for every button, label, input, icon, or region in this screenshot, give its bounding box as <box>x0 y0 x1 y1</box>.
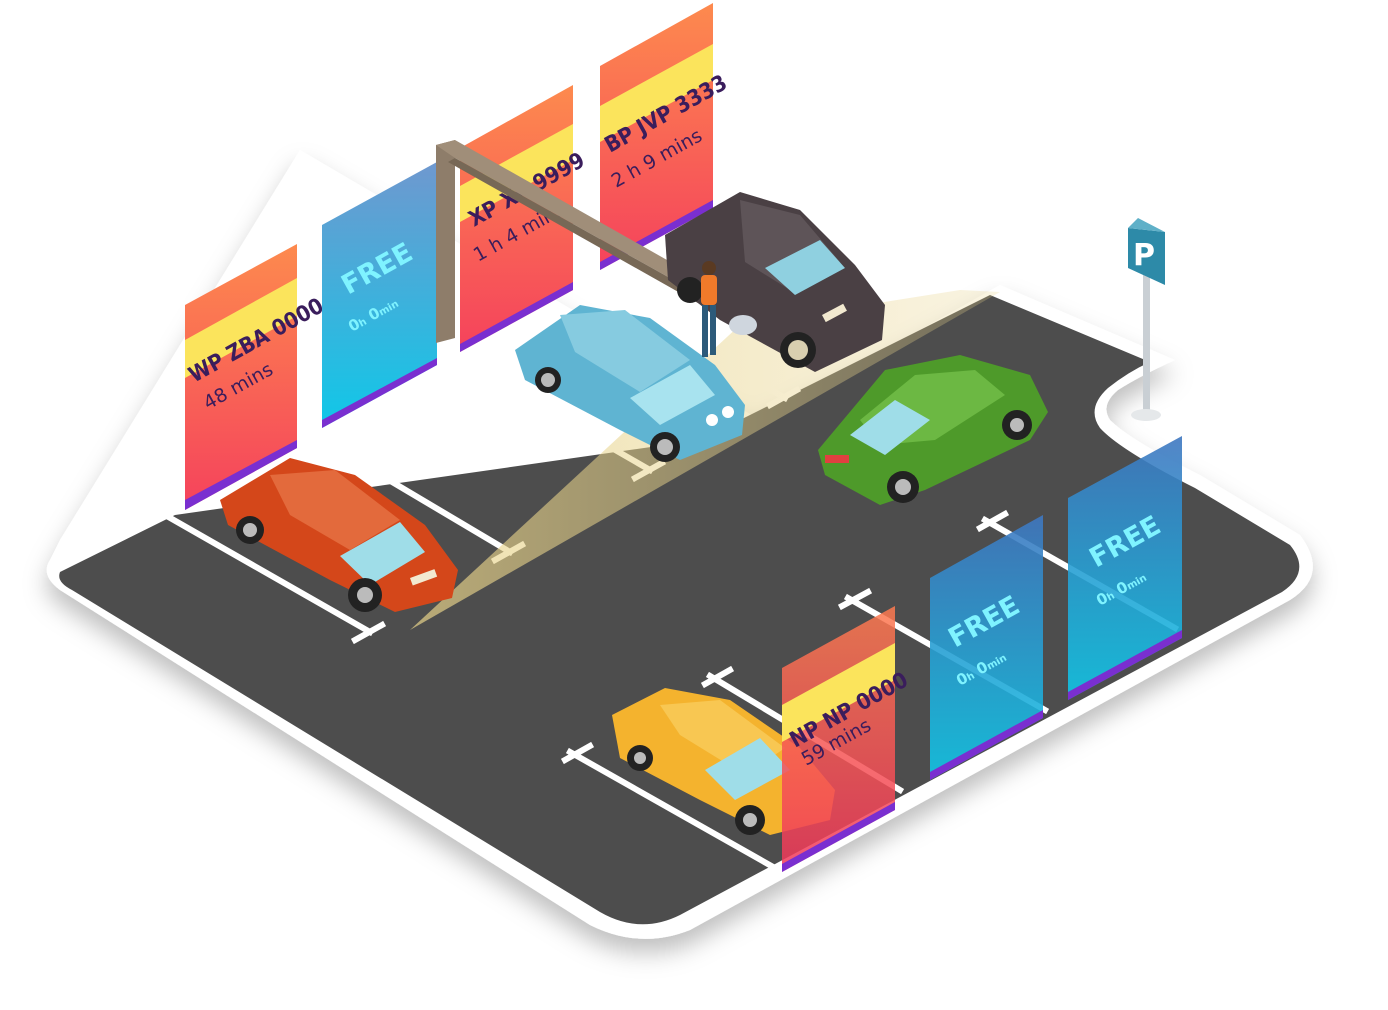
camera-beam <box>410 290 1000 630</box>
car-green <box>818 355 1048 505</box>
free-sign-3: FREE 0h 0min <box>1068 436 1182 700</box>
free-sign-1: FREE 0h 0min <box>322 162 437 428</box>
parking-sign-letter: P <box>1133 238 1155 273</box>
car-dark-suv <box>665 192 885 372</box>
person-worker <box>701 261 757 357</box>
camera-gantry <box>436 140 720 343</box>
free-sign-2: FREE 0h 0min <box>930 515 1043 780</box>
occupied-sign-4: NP NP 0000 59 mins <box>782 606 912 872</box>
svg-text:0h 0min: 0h 0min <box>953 647 1009 689</box>
car-yellow <box>612 688 835 835</box>
free-hours-unit: h <box>1105 590 1117 603</box>
free-hours-unit: h <box>357 316 369 329</box>
car-red <box>220 458 458 612</box>
parking-sign: P <box>1128 218 1165 421</box>
free-hours-unit: h <box>965 670 977 683</box>
car-blue <box>515 305 745 462</box>
